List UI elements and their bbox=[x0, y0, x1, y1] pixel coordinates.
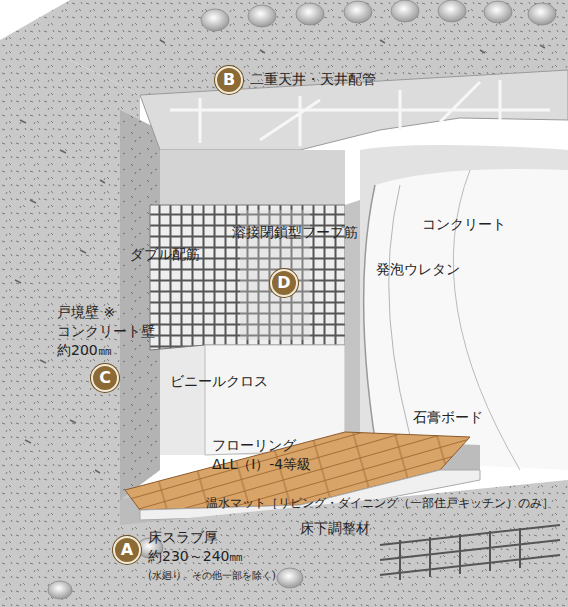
part-label: 溶接閉鎖型フープ筋 bbox=[232, 223, 358, 242]
callout-circle: A bbox=[113, 536, 141, 564]
part-label: 戸境壁 ※ コンクリート壁 約200㎜ bbox=[57, 303, 169, 360]
part-label: (水廻り、その他一部を除く) bbox=[148, 569, 276, 583]
callout-circle: C bbox=[91, 364, 119, 392]
callout-letter: B bbox=[223, 72, 235, 88]
part-label: 床スラブ厚 約230～240㎜ bbox=[148, 528, 260, 566]
part-label: 石膏ボード bbox=[413, 408, 483, 427]
part-label: ビニールクロス bbox=[170, 372, 268, 391]
callout-letter: A bbox=[121, 542, 133, 558]
callout-letter: C bbox=[99, 370, 111, 386]
part-label: 二重天井・天井配管 bbox=[250, 70, 376, 89]
part-label: 温水マット［リビング・ダイニング（一部住戸キッチン）のみ］ bbox=[206, 496, 554, 512]
callout-circle: B bbox=[215, 66, 243, 94]
part-label: コンクリート bbox=[422, 215, 506, 234]
part-label: 発泡ウレタン bbox=[376, 260, 460, 279]
callout-circle: D bbox=[270, 269, 298, 297]
part-label: フローリング ΔLL（I）-4等級 bbox=[212, 436, 314, 474]
part-label: 床下調整材 bbox=[300, 519, 370, 538]
part-label: ダブル配筋 bbox=[130, 245, 200, 264]
callout-letter: D bbox=[277, 275, 290, 291]
